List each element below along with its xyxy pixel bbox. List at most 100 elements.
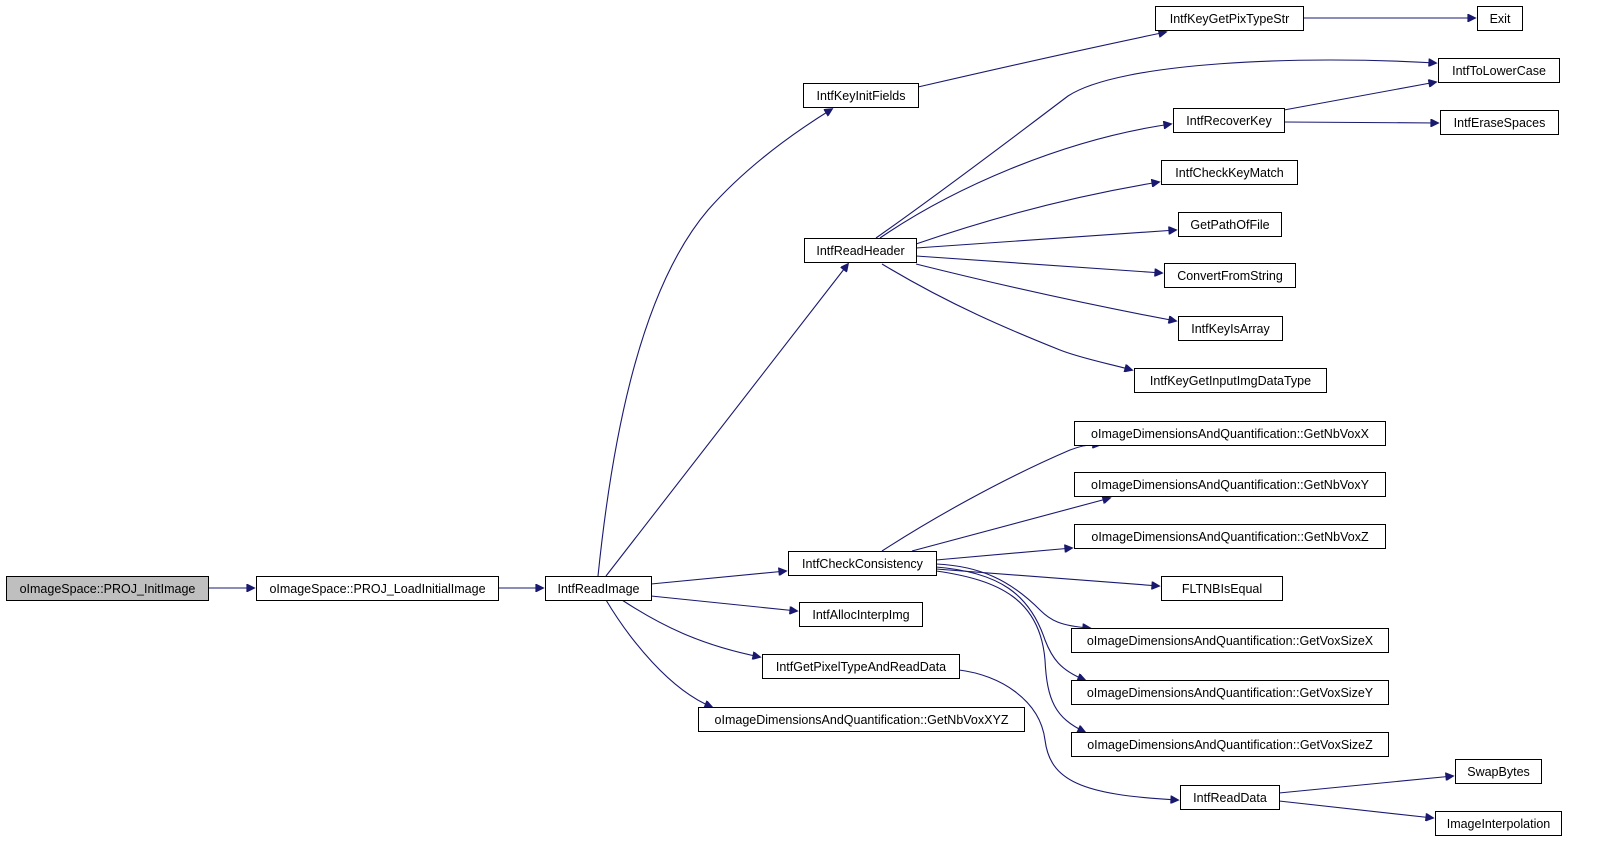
node-box[interactable] [1071, 680, 1389, 705]
node-n8[interactable]: oImageDimensionsAndQuantification::GetNb… [698, 707, 1025, 732]
node-box[interactable] [1173, 108, 1285, 133]
node-n22[interactable]: FLTNBIsEqual [1161, 576, 1283, 601]
node-n6[interactable]: IntfAllocInterpImg [799, 602, 923, 627]
edge-n5-to-n23 [935, 563, 1090, 628]
node-label: oImageSpace::PROJ_InitImage [20, 582, 196, 596]
edge-n2-to-n7 [621, 599, 760, 657]
edge-n12-to-n11 [1283, 82, 1436, 111]
node-n1[interactable]: oImageSpace::PROJ_LoadInitialImage [256, 576, 499, 601]
node-box[interactable] [1435, 811, 1562, 836]
node-label: oImageDimensionsAndQuantification::GetNb… [1091, 530, 1369, 544]
node-box[interactable] [804, 238, 917, 263]
node-box[interactable] [1134, 368, 1327, 393]
node-n12[interactable]: IntfRecoverKey [1173, 108, 1285, 133]
node-label: IntfEraseSpaces [1454, 116, 1546, 130]
edge-n5-to-n20 [911, 498, 1110, 552]
edge-n4-to-n12 [879, 124, 1171, 239]
node-box[interactable] [799, 602, 923, 627]
edge-n2-to-n3 [597, 109, 832, 577]
node-label: IntfKeyGetInputImgDataType [1150, 374, 1311, 388]
node-n4[interactable]: IntfReadHeader [804, 238, 917, 263]
node-n11[interactable]: IntfToLowerCase [1438, 58, 1560, 83]
node-box[interactable] [1180, 785, 1280, 810]
node-box[interactable] [1071, 628, 1389, 653]
node-box[interactable] [803, 83, 919, 108]
node-box[interactable] [1074, 524, 1386, 549]
node-n19[interactable]: oImageDimensionsAndQuantification::GetNb… [1074, 421, 1386, 446]
node-box[interactable] [1178, 212, 1282, 237]
node-n7[interactable]: IntfGetPixelTypeAndReadData [762, 654, 960, 679]
node-n26[interactable]: IntfReadData [1180, 785, 1280, 810]
node-n15[interactable]: GetPathOfFile [1178, 212, 1282, 237]
node-n14[interactable]: IntfCheckKeyMatch [1161, 160, 1298, 185]
edge-n4-to-n17 [915, 263, 1176, 321]
node-label: IntfToLowerCase [1452, 64, 1546, 78]
node-n5[interactable]: IntfCheckConsistency [788, 551, 937, 576]
edge-n5-to-n19 [881, 445, 1100, 552]
node-label: IntfReadData [1193, 791, 1267, 805]
node-box[interactable] [1074, 472, 1386, 497]
edge-n5-to-n25 [935, 570, 1085, 732]
edge-n2-to-n5 [650, 571, 786, 585]
node-label: oImageDimensionsAndQuantification::GetNb… [1091, 478, 1370, 492]
node-n20[interactable]: oImageDimensionsAndQuantification::GetNb… [1074, 472, 1386, 497]
node-n2[interactable]: IntfReadImage [545, 576, 652, 601]
edge-n4-to-n11 [875, 60, 1436, 239]
node-label: IntfCheckKeyMatch [1175, 166, 1283, 180]
node-label: SwapBytes [1467, 765, 1530, 779]
node-n24[interactable]: oImageDimensionsAndQuantification::GetVo… [1071, 680, 1389, 705]
node-label: GetPathOfFile [1190, 218, 1269, 232]
node-n16[interactable]: ConvertFromString [1164, 263, 1296, 288]
node-box[interactable] [788, 551, 937, 576]
edge-n4-to-n16 [915, 255, 1162, 273]
edge-n2-to-n8 [605, 599, 712, 707]
node-box[interactable] [545, 576, 652, 601]
node-label: IntfAllocInterpImg [812, 608, 909, 622]
node-label: IntfKeyIsArray [1191, 322, 1270, 336]
node-box[interactable] [1164, 263, 1296, 288]
node-box[interactable] [762, 654, 960, 679]
edge-n5-to-n24 [935, 566, 1085, 680]
node-label: IntfReadHeader [816, 244, 904, 258]
node-n0[interactable]: oImageSpace::PROJ_InitImage [6, 576, 209, 601]
node-box[interactable] [1161, 576, 1283, 601]
node-n27[interactable]: SwapBytes [1455, 759, 1542, 784]
node-layer: oImageSpace::PROJ_InitImage oImageSpace::… [6, 6, 1562, 836]
node-box[interactable] [1178, 316, 1283, 341]
node-n10[interactable]: Exit [1477, 6, 1523, 31]
node-box[interactable] [1161, 160, 1298, 185]
node-box[interactable] [1455, 759, 1542, 784]
edge-n2-to-n6 [650, 595, 797, 611]
node-n9[interactable]: IntfKeyGetPixTypeStr [1155, 6, 1304, 31]
node-label: oImageDimensionsAndQuantification::GetVo… [1087, 738, 1373, 752]
node-box[interactable] [1074, 421, 1386, 446]
node-box[interactable] [6, 576, 209, 601]
edge-n26-to-n27 [1278, 776, 1453, 794]
node-label: FLTNBIsEqual [1182, 582, 1262, 596]
node-n28[interactable]: ImageInterpolation [1435, 811, 1562, 836]
node-label: oImageDimensionsAndQuantification::GetNb… [715, 713, 1009, 727]
edge-n7-to-n26 [958, 669, 1178, 800]
node-n13[interactable]: IntfEraseSpaces [1440, 110, 1559, 135]
node-n25[interactable]: oImageDimensionsAndQuantification::GetVo… [1071, 732, 1389, 757]
edge-n3-to-n9 [917, 32, 1166, 88]
node-box[interactable] [1155, 6, 1304, 31]
edge-n4-to-n14 [915, 182, 1159, 245]
node-box[interactable] [1438, 58, 1560, 83]
node-n18[interactable]: IntfKeyGetInputImgDataType [1134, 368, 1327, 393]
node-label: IntfKeyGetPixTypeStr [1170, 12, 1290, 26]
edge-n12-to-n13 [1283, 122, 1438, 123]
node-box[interactable] [256, 576, 499, 601]
node-n23[interactable]: oImageDimensionsAndQuantification::GetVo… [1071, 628, 1389, 653]
node-n21[interactable]: oImageDimensionsAndQuantification::GetNb… [1074, 524, 1386, 549]
node-n3[interactable]: IntfKeyInitFields [803, 83, 919, 108]
node-label: IntfKeyInitFields [817, 89, 906, 103]
node-n17[interactable]: IntfKeyIsArray [1178, 316, 1283, 341]
node-box[interactable] [698, 707, 1025, 732]
node-label: Exit [1490, 12, 1511, 26]
node-box[interactable] [1477, 6, 1523, 31]
node-box[interactable] [1071, 732, 1389, 757]
edge-n4-to-n15 [915, 230, 1176, 249]
node-box[interactable] [1440, 110, 1559, 135]
